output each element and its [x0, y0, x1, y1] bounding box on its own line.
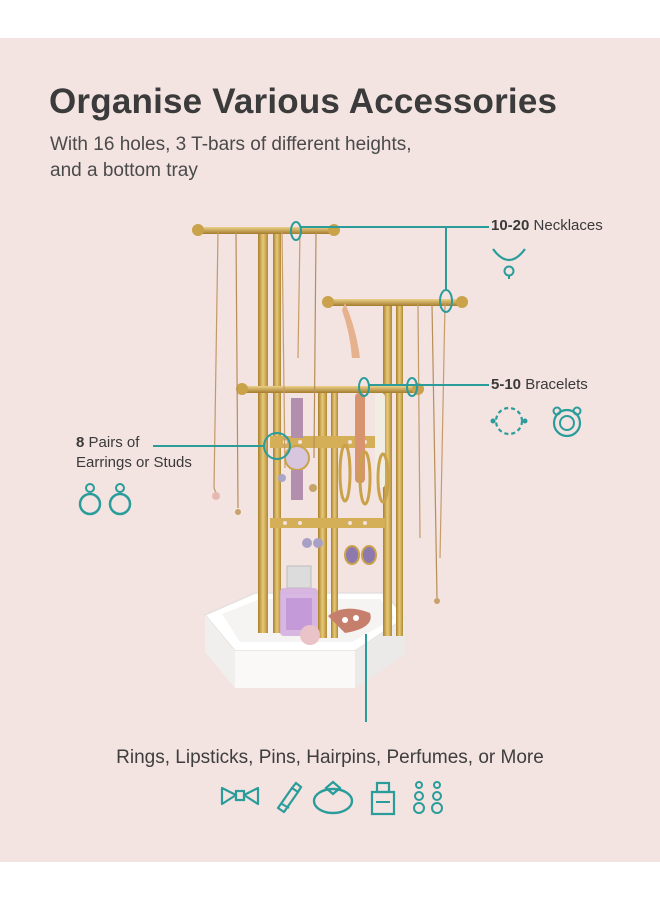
- tray-items-text: Rings, Lipsticks, Pins, Hairpins, Perfum…: [116, 747, 544, 768]
- necklaces-text: Necklaces: [533, 217, 603, 234]
- earrings-label: 8 Pairs of Earrings or Studs: [76, 433, 192, 473]
- callout-lines: [153, 221, 489, 722]
- headline: Organise Various Accessories: [49, 82, 558, 121]
- perfume-and-tray-items: [280, 565, 371, 645]
- ring-icon: [312, 780, 354, 815]
- subtitle-line-1: With 16 holes, 3 T-bars of different hei…: [50, 134, 412, 155]
- necklace-icon: [492, 248, 526, 279]
- t-bars: [192, 224, 468, 395]
- bracelets-label: 5-10 Bracelets: [491, 375, 588, 395]
- bracelets-text: Bracelets: [525, 376, 588, 393]
- necklaces-count: 10-20: [491, 217, 530, 234]
- earrings-text: Pairs of: [88, 434, 140, 451]
- bracelets-count: 5-10: [491, 376, 522, 393]
- perfume-icon: [370, 781, 396, 816]
- earrings-count: 8: [76, 434, 85, 451]
- tray-items-icons: [218, 780, 448, 820]
- necklaces: [212, 231, 446, 604]
- subtitle: With 16 holes, 3 T-bars of different hei…: [50, 132, 412, 184]
- product-panel: Organise Various Accessories With 16 hol…: [0, 38, 660, 862]
- necklaces-label: 10-20 Necklaces: [491, 216, 603, 236]
- subtitle-line-2: and a bottom tray: [50, 160, 198, 181]
- jewelry-stand-illustration: [153, 221, 489, 722]
- bow-hairpin-icon: [220, 786, 260, 806]
- bracelets: [338, 303, 390, 506]
- watch-and-earrings: [278, 398, 377, 565]
- earrings-icon: [413, 781, 443, 814]
- earrings-text-line-2: Earrings or Studs: [76, 454, 192, 471]
- lipstick-icon: [276, 781, 303, 814]
- earring-icon: [78, 483, 132, 516]
- bracelet-icon: [490, 406, 582, 438]
